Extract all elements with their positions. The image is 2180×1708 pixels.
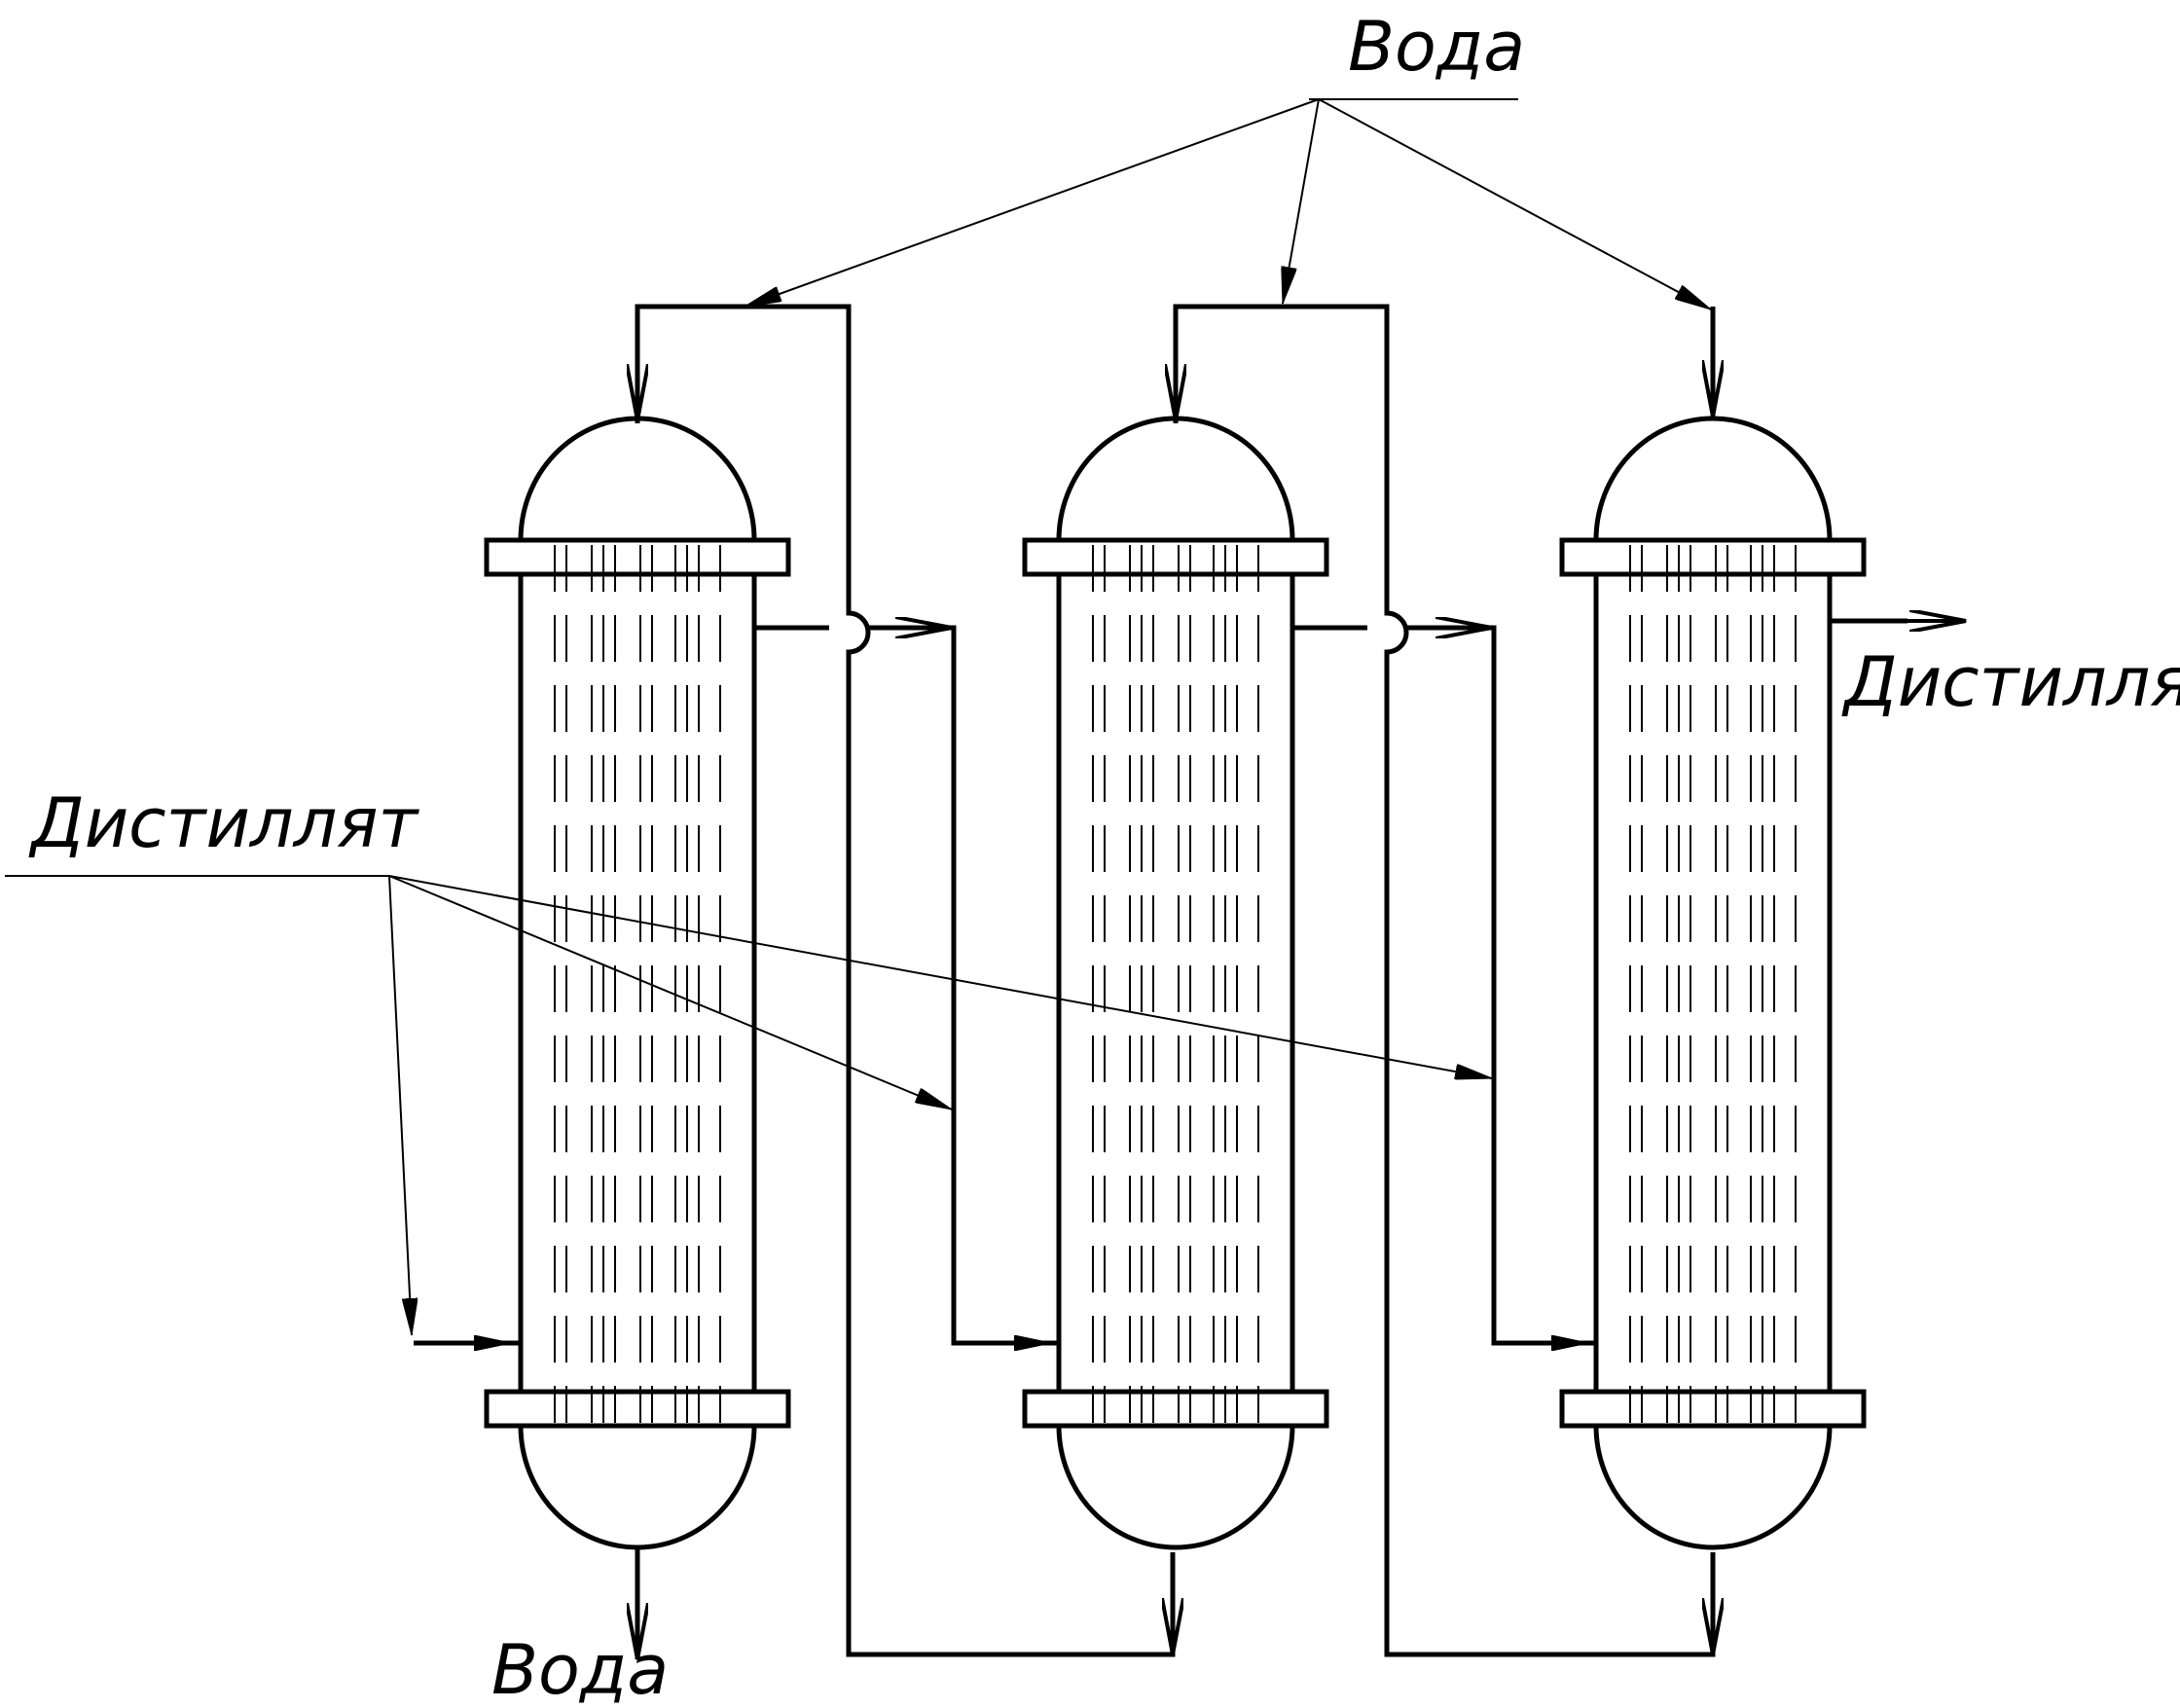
- exchanger-3-bottom-cap: [1593, 1425, 1833, 1550]
- exchanger-1-top-flange: [484, 537, 791, 577]
- water-leader-2: [1283, 98, 1320, 304]
- distillate-inlet-label: Дистиллят: [28, 783, 420, 863]
- distillate-leader-1: [388, 875, 412, 1335]
- heat-exchanger-2: [1022, 416, 1329, 1550]
- exchanger-2-tube-bundle: [1092, 545, 1259, 1423]
- water-inlet-label: Вода: [1348, 7, 1525, 87]
- exchanger-2-bottom-cap: [1056, 1425, 1295, 1550]
- exchanger-1-bottom-flange: [484, 1389, 791, 1429]
- exchanger-2-bottom-flange: [1022, 1389, 1329, 1429]
- exchanger-1-bottom-cap: [518, 1425, 757, 1550]
- exchanger-2-top-cap: [1056, 416, 1295, 541]
- exchanger-3-bottom-flange: [1559, 1389, 1867, 1429]
- water-inlet-pipe-1: [635, 304, 1176, 1657]
- leader-lines: [5, 98, 1712, 1335]
- exchanger-3-tube-bundle: [1629, 545, 1797, 1423]
- distillate-piping: [414, 618, 1908, 1346]
- water-outlet-label: Вода: [491, 1630, 669, 1708]
- water-inlet-pipe-2: [1173, 304, 1716, 1657]
- distillate-leader-2: [388, 875, 953, 1110]
- heat-exchanger-3: [1559, 416, 1867, 1550]
- distillate-leader-3: [388, 875, 1492, 1078]
- distillate-outlet-label: Дистиллят: [1841, 642, 2180, 722]
- water-piping: [635, 304, 1716, 1659]
- flow-arrows: [414, 341, 1966, 1659]
- exchanger-3-top-cap: [1593, 416, 1833, 541]
- distillate-transfer-2-3: [1292, 625, 1596, 1346]
- exchanger-2-top-flange: [1022, 537, 1329, 577]
- exchanger-3-top-flange: [1559, 537, 1867, 577]
- heat-exchanger-1: [484, 416, 791, 1550]
- water-leader-1: [744, 98, 1320, 308]
- water-leader-3: [1318, 98, 1712, 310]
- exchanger-1-tube-bundle: [554, 545, 721, 1423]
- distillate-transfer-1-2: [754, 625, 1059, 1346]
- exchanger-1-top-cap: [518, 416, 757, 541]
